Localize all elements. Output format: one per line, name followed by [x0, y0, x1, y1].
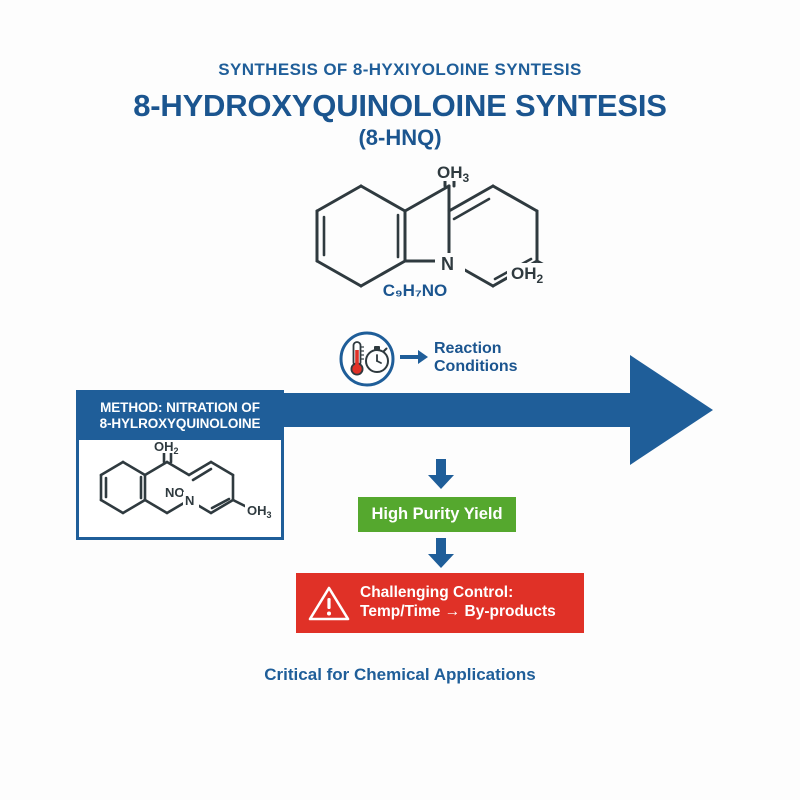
challenging-control-box: Challenging Control: Temp/Time → By-prod…	[296, 573, 584, 633]
stopwatch-icon	[365, 346, 389, 373]
warning-triangle-icon	[308, 586, 350, 621]
page-title: 8-HYDROXYQUINOLOINE SYNTESIS	[133, 88, 667, 123]
reaction-conditions-line1: Reaction	[434, 340, 502, 357]
warning-line1: Challenging Control:	[360, 584, 514, 602]
method-molecule-structure: OH2 NO2 N OH3	[99, 439, 281, 520]
method-mol-top-group: OH2	[154, 440, 179, 456]
method-mol-right-group: OH3	[247, 503, 272, 520]
reaction-conditions-badge	[339, 331, 395, 387]
high-purity-yield-box: High Purity Yield	[358, 497, 516, 532]
arrow-right-icon	[400, 350, 428, 364]
arrow-down-icon-to-yield	[428, 459, 454, 489]
method-panel: METHOD: NITRATION OF 8-HYLROXYQUINOLOINE	[76, 390, 284, 540]
method-panel-header: METHOD: NITRATION OF 8-HYLROXYQUINOLOINE	[79, 393, 281, 440]
eyebrow-title: SYNTHESIS OF 8-HYXIYOLOINE SYNTESIS	[218, 60, 582, 79]
main-mol-nitrogen: N	[441, 254, 454, 274]
reaction-conditions-line2: Conditions	[434, 358, 518, 376]
reaction-conditions-label: Reaction Conditions	[434, 340, 564, 377]
warning-line2: Temp/Time → By-products	[360, 603, 556, 620]
arrow-right-large-icon	[278, 355, 713, 465]
method-mol-nitrogen: N	[185, 493, 194, 508]
challenging-control-text: Challenging Control: Temp/Time → By-prod…	[360, 584, 556, 621]
molecular-formula: C₉H₇NO	[382, 281, 448, 300]
method-header-line1: METHOD: NITRATION OF	[100, 400, 260, 415]
main-molecule-structure: OH3 N OH2	[315, 165, 545, 288]
main-mol-top-group: OH3	[437, 165, 470, 185]
main-mol-right-group: OH2	[511, 264, 544, 286]
arrow-down-icon-to-warning	[428, 538, 454, 568]
method-header-line2: 8-HYLROXYQUINOLOINE	[99, 415, 261, 431]
high-purity-yield-label: High Purity Yield	[371, 505, 503, 523]
method-molecule-wrap: OH2 NO2 N OH3	[79, 439, 281, 528]
abbreviation-title: (8-HNQ)	[358, 125, 442, 150]
footer-note: Critical for Chemical Applications	[264, 665, 536, 684]
thermometer-icon	[350, 341, 364, 376]
